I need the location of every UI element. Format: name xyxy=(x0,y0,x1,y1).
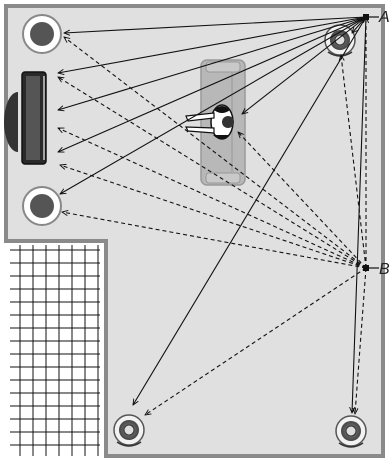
lines-from-point-a xyxy=(58,16,367,413)
speaker-left-rear-icon xyxy=(22,186,62,226)
grid-floor-pattern xyxy=(10,245,100,456)
tv-display-icon xyxy=(4,71,47,165)
lines-from-point-b xyxy=(58,17,366,415)
speaker-bottom-left-icon xyxy=(113,414,145,447)
listener-icon xyxy=(185,104,234,140)
room-floor xyxy=(4,4,385,458)
speaker-left-front-icon xyxy=(22,14,62,54)
speaker-bottom-right-icon xyxy=(335,415,367,448)
point-a-label: A xyxy=(378,9,390,26)
point-a-marker: A xyxy=(363,9,390,26)
point-b-label: B xyxy=(379,261,390,278)
point-b-marker: B xyxy=(363,261,390,278)
